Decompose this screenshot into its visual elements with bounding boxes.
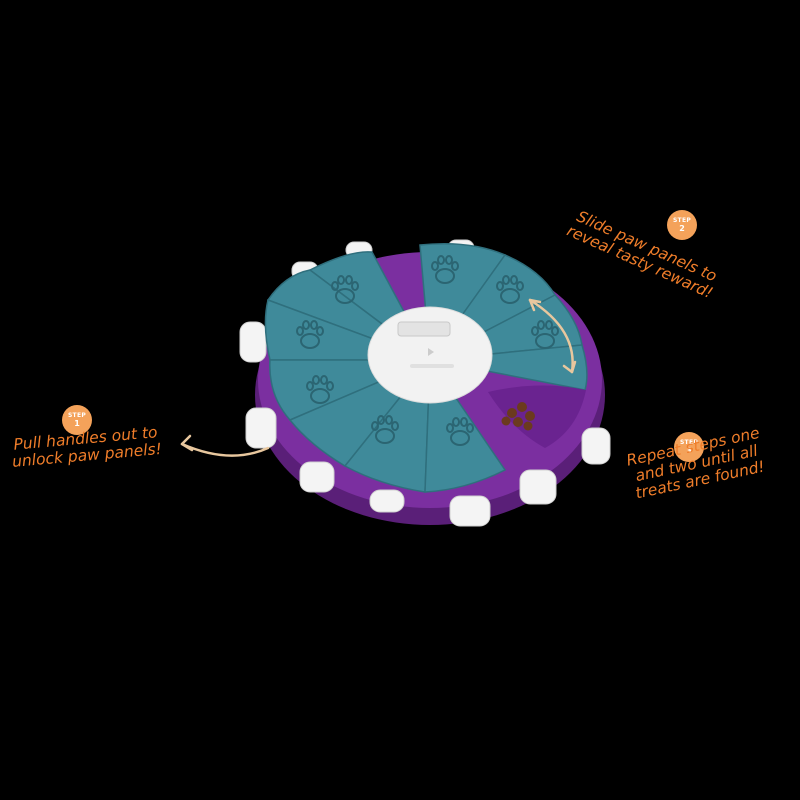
treats [501, 402, 535, 431]
step-1-number: 1 [74, 418, 80, 428]
treat-slot [488, 385, 586, 448]
double-arrow-curved-icon [528, 298, 577, 374]
handle [239, 321, 267, 363]
treat [513, 417, 523, 427]
treat [507, 408, 517, 418]
hub-emboss-line [410, 364, 454, 368]
step-3-number: 3 [686, 445, 692, 455]
step-2-badge: STEP 2 [667, 210, 697, 240]
handle [519, 469, 557, 505]
handle [245, 407, 277, 449]
treat [501, 416, 511, 426]
handle [299, 461, 335, 493]
brand-logo-mark [397, 321, 451, 337]
logo-glyph-icon [428, 348, 434, 356]
handle [369, 489, 405, 513]
center-hub [367, 306, 493, 404]
handle [449, 495, 491, 527]
step-3-badge: STEP 3 [674, 432, 704, 462]
step-1-badge: STEP 1 [62, 405, 92, 435]
handle [581, 427, 611, 465]
step-2-number: 2 [679, 223, 685, 233]
treat [523, 421, 533, 431]
step-2-word: STEP [672, 216, 692, 224]
handles [239, 239, 611, 527]
curved-arrow-left-icon [180, 434, 270, 457]
treat [517, 402, 527, 412]
step-3-word: STEP [679, 438, 699, 446]
step-1-word: STEP [67, 411, 87, 419]
treat [525, 411, 535, 421]
